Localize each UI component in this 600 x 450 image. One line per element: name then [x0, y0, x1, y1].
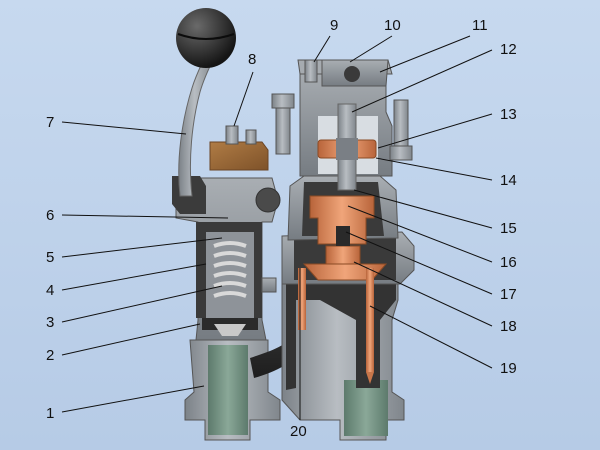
top-cap-hole — [344, 66, 360, 82]
left-valve-unit — [172, 8, 281, 441]
callout-5: 5 — [46, 249, 55, 266]
callout-11: 11 — [472, 17, 488, 34]
left-side-screw — [261, 277, 277, 293]
small-spring — [336, 226, 350, 246]
leader-6 — [61, 214, 229, 219]
right-side-bolt-head — [389, 145, 413, 161]
callout-16: 16 — [500, 254, 517, 271]
leader-4 — [61, 263, 207, 291]
leader-13 — [377, 113, 493, 149]
left-inlet-cavity — [208, 345, 248, 435]
right-pin-tip — [366, 372, 374, 384]
wood-block — [209, 141, 269, 171]
left-valve-disc — [214, 324, 246, 336]
leader-2 — [61, 323, 201, 356]
leader-11 — [379, 35, 471, 73]
callout-17: 17 — [500, 286, 517, 303]
right-pin-rod — [366, 268, 374, 372]
callout-12: 12 — [500, 41, 517, 58]
callout-14: 14 — [500, 172, 517, 189]
leader-14 — [375, 157, 493, 181]
leader-16 — [347, 205, 493, 263]
leader-lines — [61, 35, 493, 420]
left-top-bolt — [225, 125, 239, 145]
leader-1 — [61, 385, 205, 413]
leader-8 — [233, 71, 254, 127]
leader-17 — [345, 231, 493, 295]
callout-6: 6 — [46, 207, 55, 224]
leader-7 — [61, 121, 187, 135]
right-valve-unit — [271, 59, 415, 441]
callout-10: 10 — [384, 17, 401, 34]
callout-19: 19 — [500, 360, 517, 377]
leader-5 — [61, 237, 223, 258]
leader-10 — [349, 35, 393, 63]
callout-13: 13 — [500, 106, 517, 123]
leader-9 — [313, 35, 331, 63]
left-side-bolt-head — [271, 93, 295, 109]
callout-15: 15 — [500, 220, 517, 237]
leader-18 — [353, 261, 493, 327]
copper-piston — [309, 195, 375, 245]
leader-12 — [351, 49, 493, 113]
callout-8: 8 — [248, 51, 257, 68]
callout-18: 18 — [500, 318, 517, 335]
left-top-boss — [255, 187, 281, 213]
callout-1: 1 — [46, 405, 55, 422]
callout-7: 7 — [46, 114, 55, 131]
left-top-bolt-2 — [245, 129, 257, 145]
nut-cut-slot — [336, 138, 358, 160]
callout-3: 3 — [46, 314, 55, 331]
lever-handle — [178, 53, 215, 197]
callout-4: 4 — [46, 282, 55, 299]
leader-15 — [353, 189, 493, 229]
right-outlet-cavity — [344, 380, 388, 436]
leader-3 — [61, 285, 223, 323]
left-spring — [213, 241, 247, 298]
callout-9: 9 — [330, 17, 339, 34]
callout-2: 2 — [46, 347, 55, 364]
top-screw — [304, 59, 318, 83]
left-pin-rod — [298, 268, 306, 330]
callout-20: 20 — [290, 423, 307, 440]
leader-19 — [369, 305, 493, 369]
